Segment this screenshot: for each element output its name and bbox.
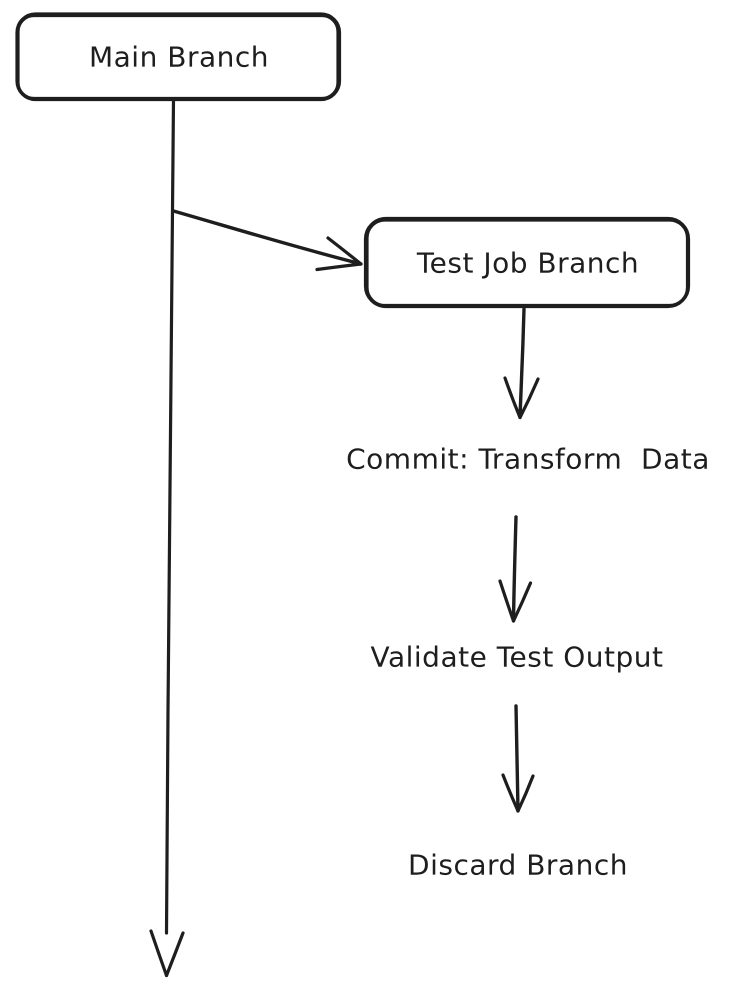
arrow-shaft <box>518 307 526 419</box>
arrow-commit-to-validate <box>498 515 533 623</box>
test-job-branch-box <box>363 216 691 309</box>
node-discard-branch-label: Discard Branch <box>408 848 628 882</box>
node-test-job-branch-label: Test Job Branch <box>416 246 640 280</box>
arrow-branch-shaft <box>171 209 362 266</box>
arrow-branch-head <box>315 262 363 272</box>
node-main-branch-label: Main Branch <box>88 40 270 74</box>
arrow-head <box>511 581 533 623</box>
arrow-main-timeline-head <box>164 931 185 978</box>
arrow-main-timeline-shaft <box>164 97 176 935</box>
arrow-test-job-to-commit <box>503 307 540 420</box>
arrow-shaft <box>514 704 520 813</box>
test-job-branch-box-outline-rough <box>363 216 691 309</box>
arrow-head <box>518 377 540 420</box>
arrow-head <box>516 774 535 813</box>
main-branch-box-outline <box>16 13 340 101</box>
main-branch-box-outline-rough <box>15 12 342 102</box>
arrow-branch-to-test-job <box>171 209 363 272</box>
node-commit-transform-data-label: Commit: Transform Data <box>346 442 710 476</box>
main-branch-box <box>15 12 342 102</box>
node-validate-test-output-label: Validate Test Output <box>370 640 664 674</box>
arrow-shaft <box>511 515 518 623</box>
arrow-head <box>498 579 516 623</box>
arrow-main-timeline <box>149 97 185 978</box>
arrow-head <box>501 773 520 813</box>
arrow-head <box>503 376 522 420</box>
test-job-branch-box-outline <box>365 218 690 308</box>
arrow-validate-to-discard <box>501 704 535 813</box>
arrow-main-timeline-head <box>149 929 169 978</box>
arrow-branch-head <box>326 236 363 266</box>
